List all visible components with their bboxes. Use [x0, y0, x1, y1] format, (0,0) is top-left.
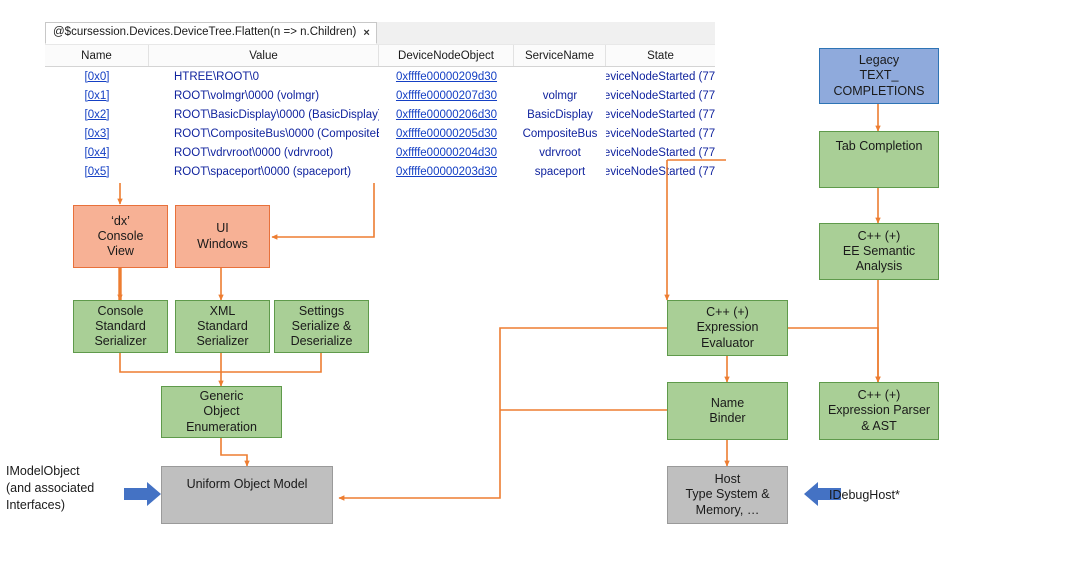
row-value-cell: ROOT\vdrvroot\0000 (vdrvroot): [174, 146, 334, 159]
row-servicename-cell: CompositeBus: [522, 127, 598, 140]
row-devicenodeobject-cell: 0xffffe00000206d30: [379, 105, 514, 124]
row-devicenodeobject-cell: 0xffffe00000205d30: [379, 124, 514, 143]
devicenodeobject-link[interactable]: 0xffffe00000207d30: [395, 89, 498, 102]
column-header-value[interactable]: Value: [149, 45, 379, 66]
column-header-servicename[interactable]: ServiceName: [514, 45, 606, 66]
row-name-cell: [0x2]: [45, 105, 149, 124]
column-header-name[interactable]: Name: [45, 45, 149, 66]
tab-label: @$cursession.Devices.DeviceTree.Flatten(…: [53, 26, 357, 39]
name-link[interactable]: [0x1]: [84, 89, 110, 102]
devicenodeobject-link[interactable]: 0xffffe00000203d30: [395, 165, 498, 178]
row-servicename-cell: volmgr: [542, 89, 578, 102]
table-row[interactable]: [0x4] ROOT\vdrvroot\0000 (vdrvroot) 0xff…: [45, 143, 715, 162]
row-name-cell: [0x0]: [45, 67, 149, 86]
tab-devicetree-query[interactable]: @$cursession.Devices.DeviceTree.Flatten(…: [45, 22, 377, 44]
row-state-cell: DeviceNodeStarted (776): [606, 89, 715, 102]
row-devicenodeobject-cell: 0xffffe00000209d30: [379, 67, 514, 86]
row-value-cell: ROOT\spaceport\0000 (spaceport): [174, 165, 352, 178]
node-xml-standard-serializer[interactable]: XML Standard Serializer: [175, 300, 270, 353]
node-ui-windows[interactable]: UI Windows: [175, 205, 270, 268]
row-devicenodeobject-cell: 0xffffe00000207d30: [379, 86, 514, 105]
devicenodeobject-link[interactable]: 0xffffe00000209d30: [395, 70, 498, 83]
node-name-binder[interactable]: Name Binder: [667, 382, 788, 440]
node-tab-completion[interactable]: Tab Completion: [819, 131, 939, 188]
row-name-cell: [0x4]: [45, 143, 149, 162]
node-settings-serialize-deserialize[interactable]: Settings Serialize & Deserialize: [274, 300, 369, 353]
table-row[interactable]: [0x0] HTREE\ROOT\0 0xffffe00000209d30 De…: [45, 67, 715, 86]
node-generic-object-enumeration[interactable]: Generic Object Enumeration: [161, 386, 282, 438]
imodelobject-arrow-icon: [124, 482, 161, 506]
row-servicename-cell: [514, 67, 606, 86]
node-legacy-text-completions[interactable]: Legacy TEXT_ COMPLETIONS: [819, 48, 939, 104]
node-uniform-object-model[interactable]: Uniform Object Model: [161, 466, 333, 524]
name-link[interactable]: [0x4]: [84, 146, 110, 159]
row-servicename-cell: spaceport: [534, 165, 586, 178]
node-cpp-expression-evaluator[interactable]: C++ (+) Expression Evaluator: [667, 300, 788, 356]
row-state-cell: DeviceNodeStarted (776): [606, 146, 715, 159]
node-cpp-ee-semantic-analysis[interactable]: C++ (+) EE Semantic Analysis: [819, 223, 939, 280]
node-dx-console-view[interactable]: ‘dx’ Console View: [73, 205, 168, 268]
table-row[interactable]: [0x5] ROOT\spaceport\0000 (spaceport) 0x…: [45, 162, 715, 181]
row-name-cell: [0x1]: [45, 86, 149, 105]
row-name-cell: [0x3]: [45, 124, 149, 143]
devicenodeobject-link[interactable]: 0xffffe00000204d30: [395, 146, 498, 159]
devicenodeobject-link[interactable]: 0xffffe00000206d30: [395, 108, 498, 121]
row-state-cell: DeviceNodeStarted (776): [606, 108, 715, 121]
row-state-cell: DeviceNodeStarted (776): [606, 165, 715, 178]
row-value-cell: ROOT\CompositeBus\0000 (CompositeBus): [174, 127, 379, 140]
row-servicename-cell: BasicDisplay: [527, 108, 593, 121]
name-link[interactable]: [0x2]: [84, 108, 110, 121]
row-name-cell: [0x5]: [45, 162, 149, 181]
table-header-row: Name Value DeviceNodeObject ServiceName …: [45, 44, 715, 67]
devicenodeobject-link[interactable]: 0xffffe00000205d30: [395, 127, 498, 140]
tab-strip: @$cursession.Devices.DeviceTree.Flatten(…: [45, 22, 715, 45]
row-devicenodeobject-cell: 0xffffe00000204d30: [379, 143, 514, 162]
close-icon[interactable]: ×: [363, 26, 370, 39]
row-state-cell: DeviceNodeStarted (776): [606, 70, 715, 83]
row-value-cell: ROOT\volmgr\0000 (volmgr): [174, 89, 320, 102]
row-devicenodeobject-cell: 0xffffe00000203d30: [379, 162, 514, 181]
caption-idebughost: IDebugHost*: [829, 488, 900, 502]
caption-imodelobject: IModelObject (and associated Interfaces): [6, 464, 95, 512]
name-link[interactable]: [0x3]: [84, 127, 110, 140]
row-state-cell: DeviceNodeStarted (776): [606, 127, 715, 140]
row-value-cell: HTREE\ROOT\0: [174, 70, 259, 83]
table-row[interactable]: [0x1] ROOT\volmgr\0000 (volmgr) 0xffffe0…: [45, 86, 715, 105]
table-row[interactable]: [0x2] ROOT\BasicDisplay\0000 (BasicDispl…: [45, 105, 715, 124]
node-console-standard-serializer[interactable]: Console Standard Serializer: [73, 300, 168, 353]
table-row[interactable]: [0x3] ROOT\CompositeBus\0000 (CompositeB…: [45, 124, 715, 143]
node-host-type-system-memory[interactable]: Host Type System & Memory, …: [667, 466, 788, 524]
node-cpp-expression-parser-ast[interactable]: C++ (+) Expression Parser & AST: [819, 382, 939, 440]
device-tree-table: Name Value DeviceNodeObject ServiceName …: [45, 44, 715, 181]
name-link[interactable]: [0x0]: [84, 70, 110, 83]
column-header-state[interactable]: State: [647, 49, 674, 62]
column-header-devicenodeobject[interactable]: DeviceNodeObject: [379, 45, 514, 66]
row-value-cell: ROOT\BasicDisplay\0000 (BasicDisplay): [174, 108, 379, 121]
name-link[interactable]: [0x5]: [84, 165, 110, 178]
debugger-window: @$cursession.Devices.DeviceTree.Flatten(…: [45, 22, 715, 182]
row-servicename-cell: vdrvroot: [539, 146, 581, 159]
